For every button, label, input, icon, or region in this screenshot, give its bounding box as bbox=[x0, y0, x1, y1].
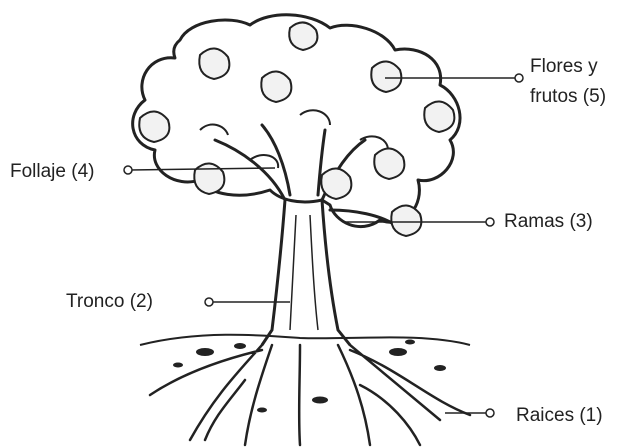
fruit bbox=[288, 21, 319, 52]
fruit bbox=[260, 70, 293, 104]
leader-dot-tronco bbox=[204, 297, 214, 307]
leader-dot-ramas bbox=[485, 217, 495, 227]
leader-line-follaje bbox=[129, 167, 276, 171]
leader-dot-raices bbox=[485, 408, 495, 418]
label-raices: Raices (1) bbox=[516, 405, 603, 426]
label-follaje: Follaje (4) bbox=[10, 161, 95, 182]
fruit bbox=[193, 162, 226, 196]
foliage-detail bbox=[199, 109, 389, 169]
label-ramas: Ramas (3) bbox=[504, 211, 593, 232]
ground-stones bbox=[173, 339, 446, 413]
ground bbox=[139, 333, 471, 346]
label-tronco: Tronco (2) bbox=[66, 291, 153, 312]
fruits-group bbox=[138, 21, 456, 238]
leader-lines bbox=[123, 73, 524, 418]
trunk bbox=[260, 199, 352, 346]
fruit bbox=[370, 60, 403, 94]
fruit bbox=[423, 100, 456, 134]
fruit bbox=[390, 204, 423, 238]
branches bbox=[213, 123, 397, 227]
trunk-texture bbox=[289, 214, 319, 331]
label-flores-frutos: Flores y frutos (5) bbox=[530, 56, 607, 107]
leader-dot-follaje bbox=[123, 165, 133, 175]
roots bbox=[148, 343, 472, 447]
leader-dot-flores bbox=[514, 73, 524, 83]
fruit bbox=[138, 110, 171, 144]
fruit bbox=[198, 47, 231, 81]
fruit bbox=[373, 147, 406, 181]
fruit bbox=[320, 167, 353, 201]
